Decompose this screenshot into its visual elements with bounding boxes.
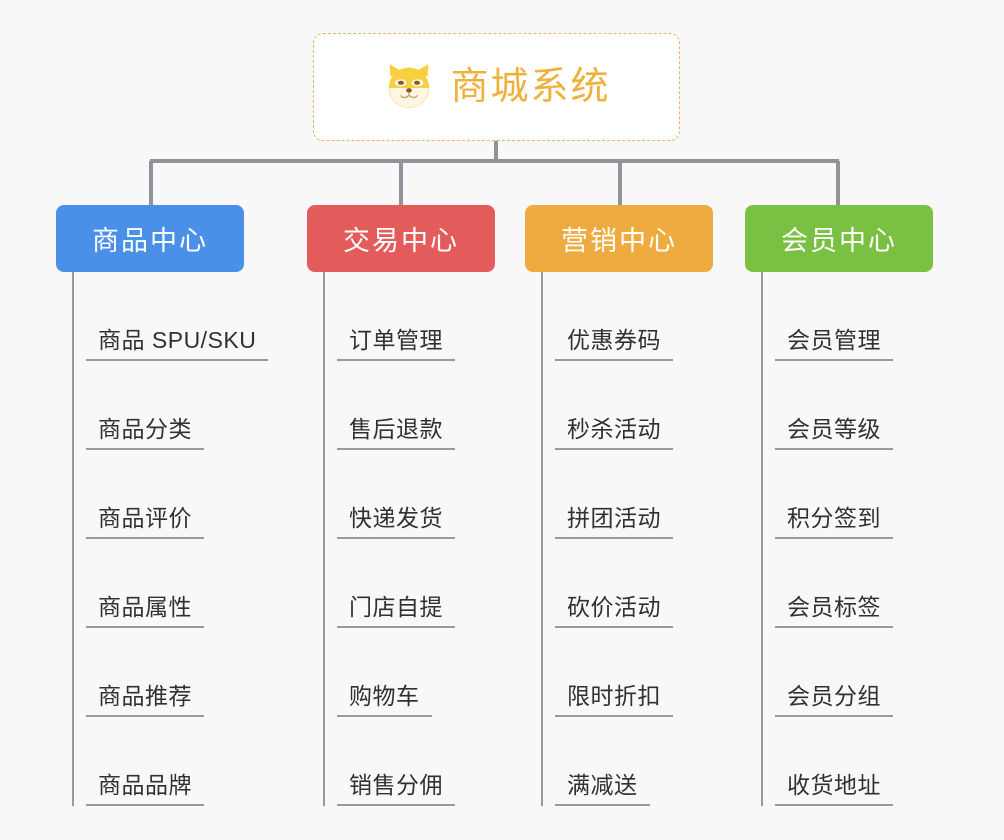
leaf-item[interactable]: 销售分佣 [307,717,495,806]
branch-header-label: 交易中心 [343,226,459,256]
root-title: 商城系统 [450,66,611,108]
leaf-item[interactable]: 商品品牌 [56,717,244,806]
leaf-label: 门店自提 [349,593,443,620]
leaf-label: 商品品牌 [98,771,192,798]
leaf-label: 商品评价 [98,504,192,531]
spine-line [541,272,543,806]
leaf-label: 拼团活动 [567,504,661,531]
leaf-label: 商品 SPU/SKU [98,326,257,353]
leaf-item[interactable]: 会员等级 [745,361,933,450]
leaf-item[interactable]: 会员管理 [745,272,933,361]
leaf-item[interactable]: 订单管理 [307,272,495,361]
leaf-item[interactable]: 优惠券码 [525,272,713,361]
leaf-list-3: 会员管理 会员等级 积分签到 会员标签 会员分组 收货地址 [745,272,933,806]
leaf-item[interactable]: 拼团活动 [525,450,713,539]
leaf-item[interactable]: 积分签到 [745,450,933,539]
leaf-item[interactable]: 会员标签 [745,539,933,628]
leaf-item[interactable]: 快递发货 [307,450,495,539]
spine-line [72,272,74,806]
leaf-label: 优惠券码 [567,326,661,353]
branch-column-2: 营销中心 优惠券码 秒杀活动 拼团活动 砍价活动 限时折扣 满减送 [525,205,713,806]
branch-column-0: 商品中心 商品 SPU/SKU 商品分类 商品评价 商品属性 商品推荐 商品品牌 [56,205,269,806]
leaf-label: 售后退款 [349,415,443,442]
branch-header-3[interactable]: 会员中心 [745,205,933,272]
branch-header-1[interactable]: 交易中心 [307,205,495,272]
leaf-label: 会员管理 [787,326,881,353]
branch-header-label: 会员中心 [781,226,897,256]
leaf-item[interactable]: 商品推荐 [56,628,244,717]
leaf-label: 会员分组 [787,682,881,709]
leaf-item[interactable]: 秒杀活动 [525,361,713,450]
leaf-label: 秒杀活动 [567,415,661,442]
leaf-item[interactable]: 购物车 [307,628,495,717]
leaf-label: 砍价活动 [567,593,661,620]
leaf-list-2: 优惠券码 秒杀活动 拼团活动 砍价活动 限时折扣 满减送 [525,272,713,806]
branch-column-3: 会员中心 会员管理 会员等级 积分签到 会员标签 会员分组 收货地址 [745,205,933,806]
leaf-item[interactable]: 商品 SPU/SKU [56,272,269,361]
leaf-label: 会员等级 [787,415,881,442]
leaf-list-0: 商品 SPU/SKU 商品分类 商品评价 商品属性 商品推荐 商品品牌 [56,272,269,806]
leaf-label: 快递发货 [349,504,443,531]
leaf-item[interactable]: 限时折扣 [525,628,713,717]
branch-header-label: 商品中心 [92,226,208,256]
leaf-item[interactable]: 售后退款 [307,361,495,450]
leaf-item[interactable]: 收货地址 [745,717,933,806]
leaf-label: 满减送 [567,771,638,798]
leaf-item[interactable]: 砍价活动 [525,539,713,628]
shiba-dog-face-icon [389,64,430,109]
branch-header-label: 营销中心 [561,226,677,256]
leaf-label: 积分签到 [787,504,881,531]
leaf-item[interactable]: 门店自提 [307,539,495,628]
leaf-label: 销售分佣 [349,771,443,798]
leaf-label: 商品分类 [98,415,192,442]
leaf-item[interactable]: 商品评价 [56,450,244,539]
branch-header-0[interactable]: 商品中心 [56,205,244,272]
leaf-label: 限时折扣 [567,682,661,709]
leaf-item[interactable]: 商品属性 [56,539,244,628]
leaf-list-1: 订单管理 售后退款 快递发货 门店自提 购物车 销售分佣 [307,272,495,806]
leaf-label: 订单管理 [349,326,443,353]
leaf-label: 商品推荐 [98,682,192,709]
leaf-label: 会员标签 [787,593,881,620]
root-node[interactable]: 商城系统 [313,33,680,141]
branch-header-2[interactable]: 营销中心 [525,205,713,272]
leaf-label: 商品属性 [98,593,192,620]
leaf-label: 购物车 [349,682,420,709]
leaf-item[interactable]: 商品分类 [56,361,244,450]
branch-column-1: 交易中心 订单管理 售后退款 快递发货 门店自提 购物车 销售分佣 [307,205,495,806]
leaf-item[interactable]: 会员分组 [745,628,933,717]
leaf-item[interactable]: 满减送 [525,717,713,806]
spine-line [323,272,325,806]
spine-line [761,272,763,806]
leaf-label: 收货地址 [787,771,881,798]
